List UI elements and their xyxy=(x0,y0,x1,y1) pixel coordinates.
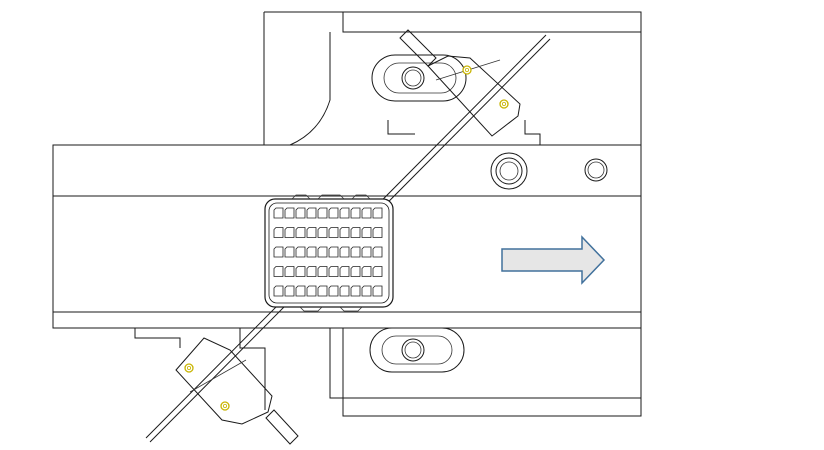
terminal-cavity xyxy=(317,227,328,238)
terminal-cavity xyxy=(295,207,306,219)
direction-arrow xyxy=(501,235,606,285)
terminal-cavity xyxy=(328,285,339,297)
terminal-cavity xyxy=(284,266,295,277)
terminal-cavity xyxy=(361,246,372,258)
terminal-cavity xyxy=(317,285,328,297)
terminal-cavity xyxy=(350,246,361,258)
terminal-cavity xyxy=(372,246,383,258)
terminal-cavity xyxy=(361,207,372,219)
terminal-cavity xyxy=(295,246,306,258)
terminal-cavity xyxy=(339,266,350,277)
terminal-cavity xyxy=(306,227,317,238)
terminal-cavity xyxy=(284,246,295,258)
terminal-cavity xyxy=(350,227,361,238)
terminal-cavity xyxy=(350,285,361,297)
terminal-cavity xyxy=(273,266,284,277)
connector-housing xyxy=(264,194,394,312)
terminal-cavity xyxy=(372,227,383,238)
terminal-cavity xyxy=(306,266,317,277)
screw-icon xyxy=(184,363,194,373)
terminal-cavity xyxy=(328,266,339,277)
terminal-cavity xyxy=(284,285,295,297)
terminal-cavity xyxy=(306,246,317,258)
terminal-cavity xyxy=(306,285,317,297)
screw-icon xyxy=(462,65,472,75)
terminal-cavity xyxy=(295,266,306,277)
terminal-cavity xyxy=(284,207,295,219)
terminal-cavity xyxy=(317,207,328,219)
terminal-cavity xyxy=(350,207,361,219)
lower-fixture-plate xyxy=(134,328,642,417)
terminal-cavity xyxy=(361,266,372,277)
screw-icon xyxy=(499,99,509,109)
terminal-cavity xyxy=(372,285,383,297)
upper-fixture-plate xyxy=(263,11,642,146)
terminal-cavity xyxy=(328,246,339,258)
upper-clamp xyxy=(399,29,521,137)
lower-slot xyxy=(369,327,465,373)
terminal-cavity xyxy=(317,246,328,258)
terminal-cavity xyxy=(372,266,383,277)
upper-slot xyxy=(371,54,467,102)
terminal-cavity xyxy=(306,207,317,219)
terminal-cavity xyxy=(339,285,350,297)
terminal-cavity xyxy=(317,266,328,277)
screw-icon xyxy=(220,401,230,411)
rail-bolt-large xyxy=(490,152,528,190)
terminal-cavity xyxy=(339,246,350,258)
terminal-cavity xyxy=(273,227,284,238)
terminal-cavity xyxy=(328,207,339,219)
terminal-cavity xyxy=(328,227,339,238)
terminal-cavity xyxy=(295,285,306,297)
terminal-cavity xyxy=(350,266,361,277)
terminal-cavity xyxy=(361,285,372,297)
terminal-cavity xyxy=(361,227,372,238)
terminal-cell-grid xyxy=(273,207,383,297)
terminal-cavity xyxy=(339,207,350,219)
terminal-cavity xyxy=(284,227,295,238)
terminal-cavity xyxy=(273,207,284,219)
rail-hole-small xyxy=(584,158,608,182)
terminal-cavity xyxy=(372,207,383,219)
terminal-cavity xyxy=(273,285,284,297)
conveyor-rail xyxy=(52,144,642,329)
lower-clamp xyxy=(175,337,299,445)
terminal-cavity xyxy=(295,227,306,238)
terminal-cavity xyxy=(273,246,284,258)
terminal-cavity xyxy=(339,227,350,238)
